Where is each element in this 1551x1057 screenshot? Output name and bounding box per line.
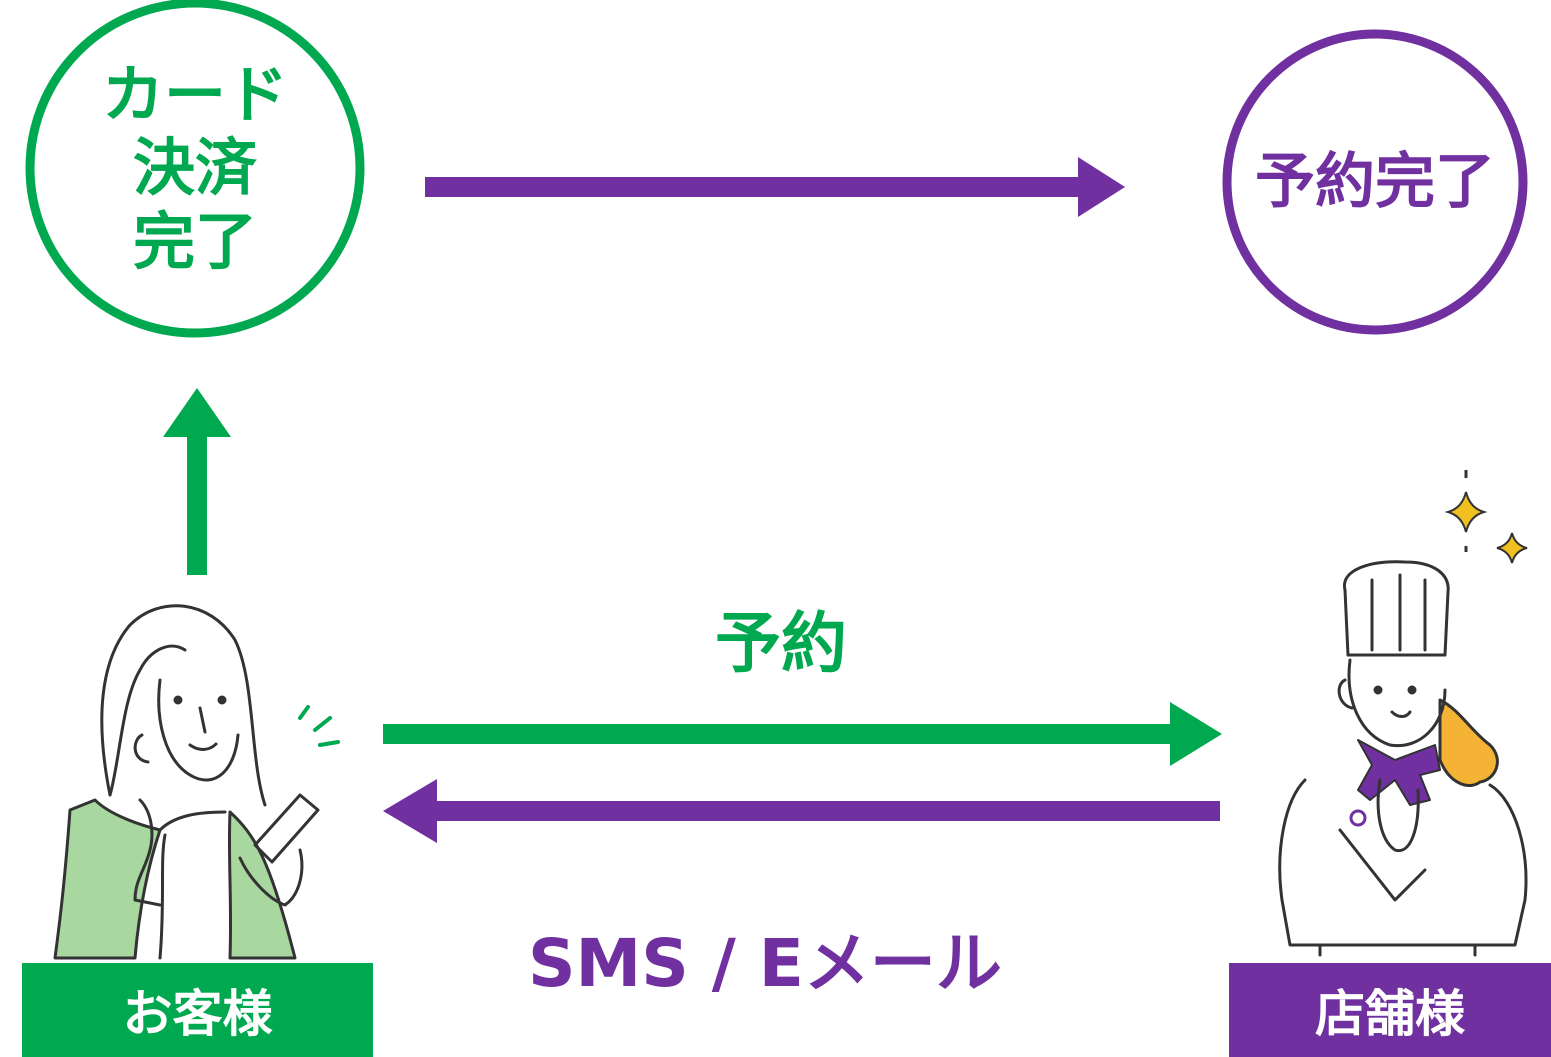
arrow-notification xyxy=(383,779,1220,843)
chef-icon xyxy=(1278,560,1528,957)
store-badge: 店舗様 xyxy=(1315,985,1465,1043)
reservation-complete-node xyxy=(1222,29,1528,335)
notification-edge-label: SMS / Eメール xyxy=(528,925,1002,1002)
arrow-payment-to-complete xyxy=(425,157,1125,217)
customer-badge-bg xyxy=(22,963,373,1057)
arrow-customer-to-payment xyxy=(163,388,231,575)
arrow-reservation xyxy=(383,702,1222,766)
customer-badge: お客様 xyxy=(122,985,273,1043)
reservation-complete-label: 予約完了 xyxy=(1255,146,1495,217)
store-badge-bg xyxy=(1229,963,1551,1057)
reservation-edge-label: 予約 xyxy=(715,605,847,682)
woman-with-smartphone-icon xyxy=(53,604,340,960)
card-payment-node xyxy=(25,0,365,338)
sparkle-icon xyxy=(1444,470,1528,564)
card-payment-label: カード 決済 完了 xyxy=(101,58,288,278)
